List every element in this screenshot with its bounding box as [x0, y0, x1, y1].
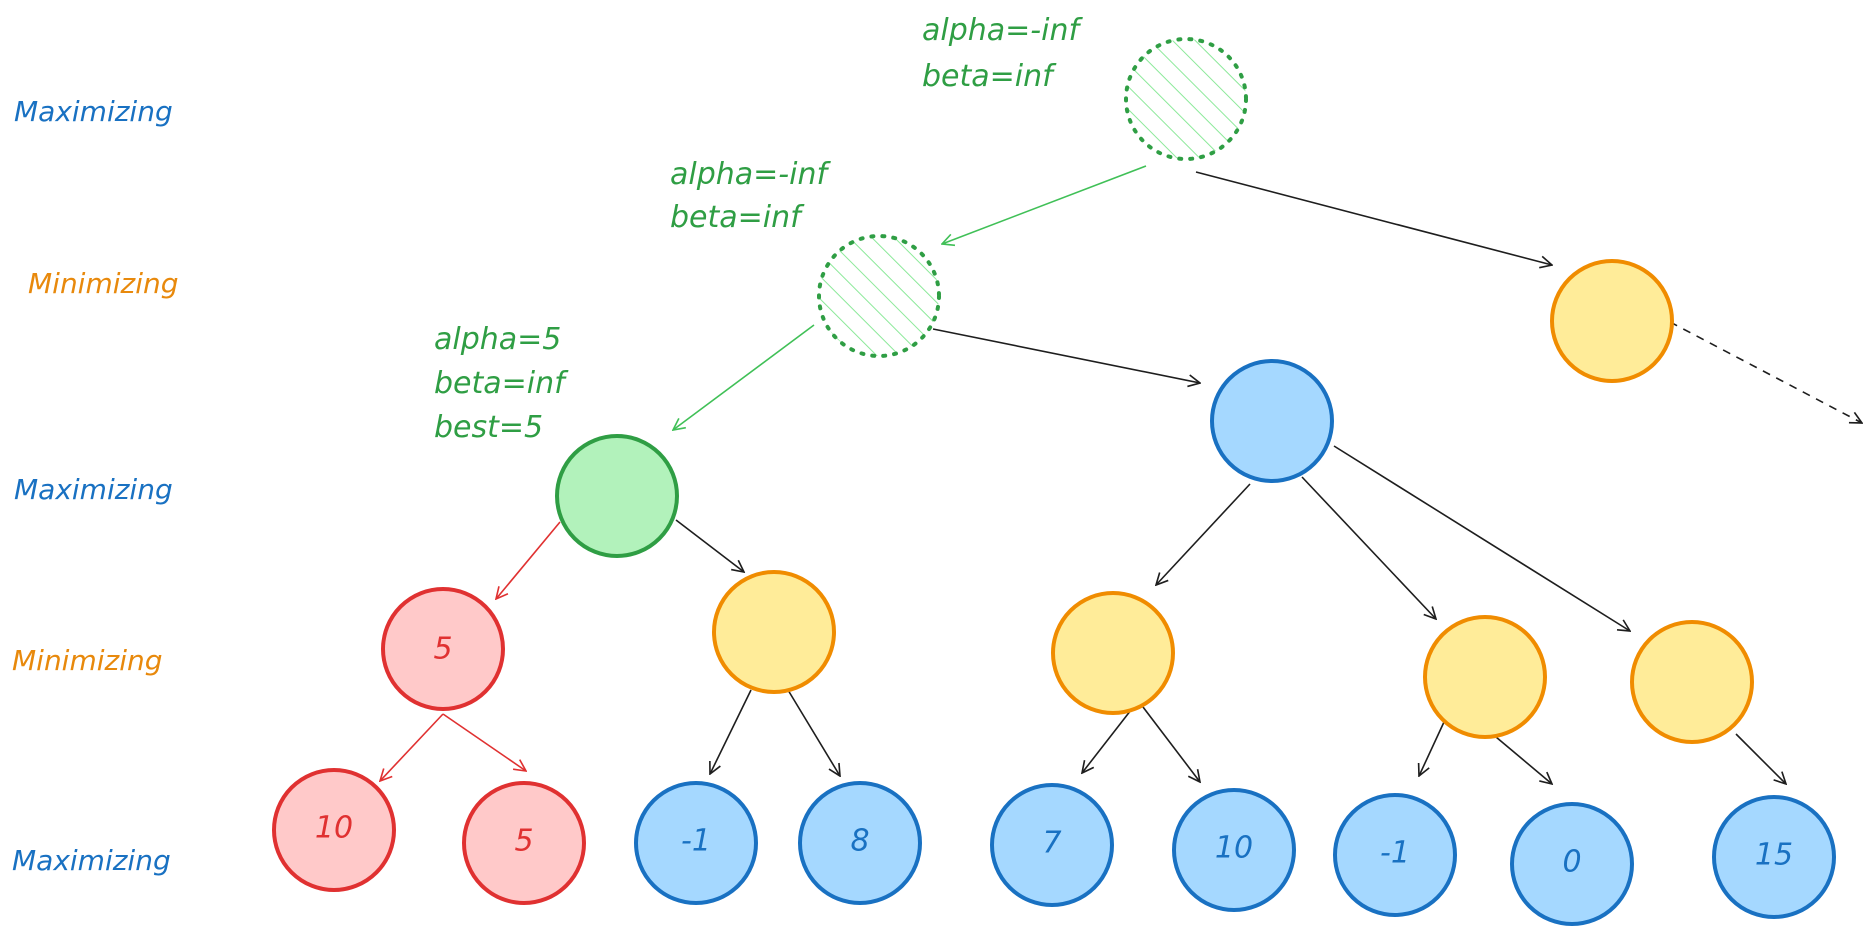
- node-leaf-4: 8: [798, 781, 922, 905]
- level-label-3: Maximizing: [14, 473, 173, 506]
- edge-min-b1-leaf-6: [1142, 706, 1200, 782]
- edge-min-left-max-a: [673, 324, 815, 430]
- edge-min-a1-leaf-2: [442, 713, 526, 771]
- annotation-left-min-alpha: alpha=-inf: [670, 157, 831, 192]
- node-leaf-4-value: 8: [850, 824, 869, 859]
- level-label-4: Minimizing: [12, 644, 163, 677]
- edge-max-b-min-b1: [1156, 483, 1251, 585]
- node-leaf-8: 0: [1510, 802, 1634, 926]
- edge-min-left-max-b: [932, 328, 1200, 383]
- node-min-b1: [1051, 591, 1175, 715]
- node-leaf-2-value: 5: [514, 824, 533, 859]
- node-leaf-1: 10: [272, 768, 396, 892]
- node-leaf-5-value: 7: [1042, 826, 1061, 861]
- node-min-a1-value: 5: [433, 632, 452, 667]
- node-max-b: [1210, 359, 1334, 483]
- node-leaf-1-value: 10: [315, 811, 353, 846]
- node-min-right: [1550, 259, 1674, 383]
- node-leaf-3: -1: [634, 781, 758, 905]
- annotation-green-beta: beta=inf: [434, 366, 569, 401]
- annotation-left-min-beta: beta=inf: [670, 200, 805, 235]
- edge-max-b-min-b3: [1333, 445, 1630, 631]
- edge-max-b-min-b2: [1301, 476, 1436, 619]
- edge-min-a2-leaf-4: [787, 689, 840, 776]
- edge-min-a1-leaf-1: [380, 713, 444, 781]
- edge-max-a-min-a1: [496, 521, 561, 599]
- annotation-root-beta: beta=inf: [922, 59, 1057, 94]
- node-max-a: [555, 434, 679, 558]
- node-leaf-6: 10: [1172, 788, 1296, 912]
- node-leaf-6-value: 10: [1215, 831, 1253, 866]
- edge-min-b1-leaf-5: [1082, 709, 1132, 773]
- node-leaf-2: 5: [462, 781, 586, 905]
- node-min-left: [817, 234, 941, 358]
- node-leaf-9: 15: [1712, 795, 1836, 919]
- annotation-root-alpha: alpha=-inf: [922, 13, 1083, 48]
- node-min-b2: [1423, 615, 1547, 739]
- edge-min-right-continuation: [1669, 321, 1862, 423]
- node-root: [1124, 37, 1248, 161]
- edge-min-b3-leaf-9: [1735, 733, 1786, 784]
- edge-min-a2-leaf-3: [710, 689, 752, 774]
- node-leaf-5: 7: [990, 783, 1114, 907]
- node-leaf-7-value: -1: [1380, 836, 1410, 871]
- edge-root-min-left: [942, 165, 1147, 244]
- edge-min-b2-leaf-8: [1495, 736, 1552, 784]
- node-min-a2: [712, 570, 836, 694]
- level-label-2: Minimizing: [28, 267, 179, 300]
- level-label-5: Maximizing: [12, 844, 171, 877]
- edge-root-min-right: [1195, 171, 1552, 265]
- annotation-green-best: best=5: [434, 410, 543, 445]
- node-leaf-7: -1: [1333, 793, 1457, 917]
- annotation-green-alpha: alpha=5: [434, 322, 561, 357]
- edge-min-b2-leaf-7: [1419, 721, 1445, 776]
- level-label-1: Maximizing: [14, 95, 173, 128]
- node-min-a1: 5: [381, 587, 505, 711]
- node-leaf-9-value: 15: [1755, 838, 1793, 873]
- node-leaf-8-value: 0: [1562, 845, 1581, 880]
- node-leaf-3-value: -1: [681, 824, 711, 859]
- node-min-b3: [1630, 620, 1754, 744]
- edge-max-a-min-a2: [675, 519, 744, 572]
